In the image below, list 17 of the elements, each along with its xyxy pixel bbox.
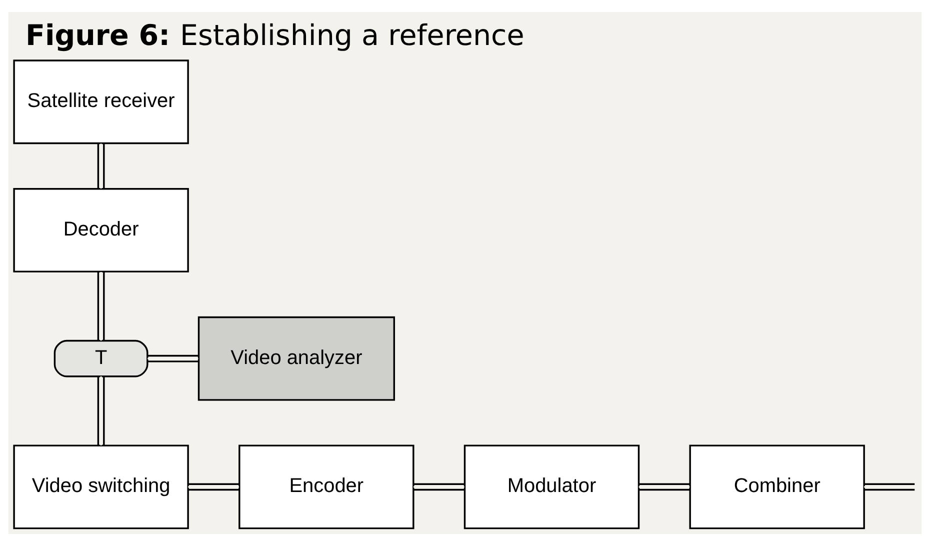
connector [864, 488, 915, 491]
connector [97, 144, 105, 188]
connector [414, 483, 464, 491]
node-box: Decoder [13, 188, 189, 272]
connector [97, 272, 105, 341]
diagram-title: Figure 6: Establishing a reference [25, 18, 524, 52]
connector [188, 483, 239, 491]
node-box: Combiner [689, 444, 865, 530]
node-box: T [54, 340, 148, 378]
node-box: Video analyzer [198, 316, 395, 401]
connector [638, 483, 690, 491]
node-box: Video switching [13, 444, 189, 530]
node-box: Satellite receiver [13, 60, 189, 144]
connector [97, 376, 105, 446]
node-box: Modulator [464, 444, 640, 530]
connector [148, 354, 198, 362]
node-box: Encoder [238, 444, 414, 530]
